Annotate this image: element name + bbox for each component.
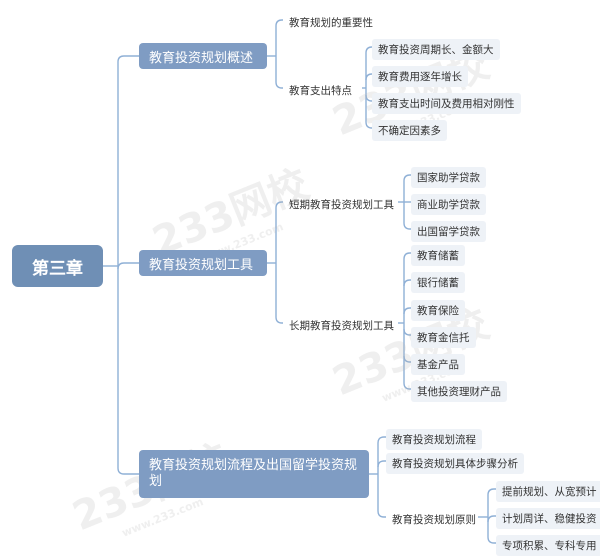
leaf-node[interactable]: 提前规划、从宽预计 xyxy=(496,481,600,502)
connector-line xyxy=(377,460,386,468)
connector-line xyxy=(365,94,373,102)
leaf-node[interactable]: 教育储蓄 xyxy=(411,245,465,266)
leaf-node[interactable]: 教育支出时间及费用相对刚性 xyxy=(372,93,521,114)
topic-step-analysis[interactable]: 教育投资规划具体步骤分析 xyxy=(386,453,524,474)
leaf-node[interactable]: 其他投资理财产品 xyxy=(411,381,507,402)
leaf-node[interactable]: 出国留学贷款 xyxy=(411,221,486,242)
connector-line xyxy=(487,536,496,544)
section-tools[interactable]: 教育投资规划工具 xyxy=(139,250,267,276)
topic-process[interactable]: 教育投资规划流程 xyxy=(386,429,482,450)
connector-line xyxy=(365,46,373,54)
leaf-node[interactable]: 专项积累、专科专用 xyxy=(496,535,600,556)
leaf-node[interactable]: 银行储蓄 xyxy=(411,272,465,293)
leaf-node[interactable]: 计划周详、稳健投资 xyxy=(496,508,600,529)
connector-line xyxy=(403,222,411,230)
connector-line xyxy=(403,355,411,363)
section-process[interactable]: 教育投资规划流程及出国留学投资规划 xyxy=(139,450,369,498)
root-node[interactable]: 第三章 xyxy=(12,245,103,287)
connector-line xyxy=(487,488,496,496)
topic-short-term-tools[interactable]: 短期教育投资规划工具 xyxy=(289,199,394,211)
leaf-node[interactable]: 教育保险 xyxy=(411,300,465,321)
connector-line xyxy=(403,252,411,260)
connector-line xyxy=(117,262,139,270)
connector-line xyxy=(275,316,283,324)
connector-line xyxy=(377,436,386,444)
connector-line xyxy=(117,55,139,63)
topic-expense-features[interactable]: 教育支出特点 xyxy=(289,85,352,97)
leaf-node[interactable]: 教育费用逐年增长 xyxy=(372,66,468,87)
connector-line xyxy=(403,307,411,315)
connector-line xyxy=(403,328,411,336)
leaf-node[interactable]: 国家助学贷款 xyxy=(411,167,486,188)
connector-line xyxy=(403,382,411,390)
leaf-node[interactable]: 不确定因素多 xyxy=(372,120,447,141)
topic-importance[interactable]: 教育规划的重要性 xyxy=(289,17,373,29)
connector-line xyxy=(365,121,373,129)
connector-line xyxy=(275,19,283,27)
connector-line xyxy=(117,467,139,475)
connector-line xyxy=(275,81,283,89)
leaf-node[interactable]: 基金产品 xyxy=(411,354,465,375)
connector-line xyxy=(365,73,373,81)
connector-line xyxy=(275,201,283,209)
connector-line xyxy=(487,515,496,523)
leaf-node[interactable]: 商业助学贷款 xyxy=(411,194,486,215)
leaf-node[interactable]: 教育金信托 xyxy=(411,327,476,348)
connector-line xyxy=(403,279,411,287)
topic-long-term-tools[interactable]: 长期教育投资规划工具 xyxy=(289,320,394,332)
connector-line xyxy=(377,510,386,518)
topic-principles[interactable]: 教育投资规划原则 xyxy=(392,514,476,526)
section-overview[interactable]: 教育投资规划概述 xyxy=(139,43,267,69)
leaf-node[interactable]: 教育投资周期长、金额大 xyxy=(372,39,500,60)
connector-line xyxy=(403,174,411,182)
